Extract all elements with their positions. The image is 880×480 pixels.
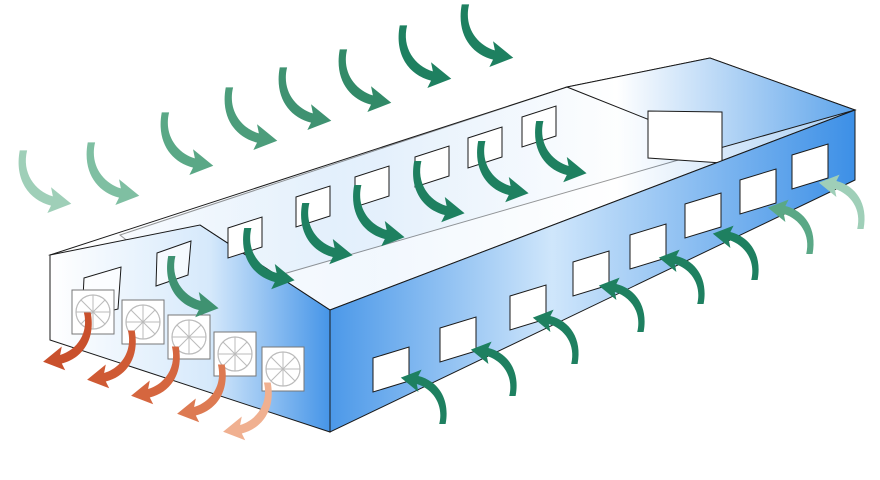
roof-airflow-arrow [353, 185, 405, 247]
side-airflow-arrow-shape [400, 369, 447, 424]
side-airflow-arrow [400, 369, 447, 424]
exhaust-fan [213, 331, 257, 377]
side-airflow-arrow-shape [470, 341, 517, 396]
exhaust-airflow-arrow [87, 330, 136, 389]
exhaust-airflow-arrow-shape [177, 364, 226, 423]
roof-airflow-arrow [301, 203, 353, 265]
exhaust-airflow-arrow-shape [223, 382, 272, 441]
roof-airflow-arrow [413, 161, 465, 223]
roof-airflow-arrow-shape [477, 141, 529, 203]
exhaust-airflow-arrow [43, 312, 92, 371]
side-airflow-arrow-shape [658, 249, 705, 304]
exhaust-fan [121, 299, 165, 345]
side-airflow-arrow-shape [767, 199, 814, 254]
roof-airflow-arrow-shape [460, 4, 514, 67]
exhaust-airflow-arrows [43, 312, 272, 441]
side-airflow-arrow [470, 341, 517, 396]
roof-airflow-arrow-shape [353, 185, 405, 247]
roof-inlet [467, 126, 503, 169]
roof-airflow-arrow-shape [413, 161, 465, 223]
roof-airflow-arrow-shape [278, 67, 332, 130]
roof-airflow-arrow-shape [243, 228, 295, 290]
fan-blade [80, 299, 106, 325]
roof-airflow-arrow [86, 142, 140, 205]
side-airflow-arrow-shape [712, 225, 759, 280]
roof-airflow-arrow-shape [224, 87, 278, 150]
exhaust-airflow-arrow-shape [87, 330, 136, 389]
roof-airflow-arrow-shape [301, 203, 353, 265]
roof-airflow-arrow [460, 4, 514, 67]
roof-airflow-arrow [243, 228, 295, 290]
side-airflow-arrow-shape [532, 309, 579, 364]
back-door-opening [647, 110, 723, 164]
roof-airflow-arrow-shape [18, 150, 72, 213]
side-airflow-arrow [712, 225, 759, 280]
exhaust-airflow-arrow [177, 364, 226, 423]
exhaust-fan [167, 314, 211, 360]
exhaust-airflow-arrow-shape [131, 346, 180, 405]
roof-airflow-arrow-shape [160, 112, 214, 175]
roof-airflow-arrow [398, 25, 452, 88]
roof-airflow-arrow-shape [167, 256, 219, 318]
roof-airflow-arrow [160, 112, 214, 175]
roof-airflow-arrow-shape [535, 121, 587, 183]
roof-airflow-arrow [224, 87, 278, 150]
barn-building [48, 57, 857, 433]
roof-airflow-arrow [18, 150, 72, 213]
exhaust-fan [71, 289, 115, 335]
exhaust-airflow-arrow [223, 382, 272, 441]
roof-airflow-arrow [338, 49, 392, 112]
roof-airflow-arrow-shape [338, 49, 392, 112]
side-airflow-arrow [658, 249, 705, 304]
roof-airflow-arrow-shape [398, 25, 452, 88]
fan-blade [130, 309, 156, 335]
side-inlet [684, 192, 722, 239]
roof-airflow-arrow-shape [86, 142, 140, 205]
roof-airflow-arrow [278, 67, 332, 130]
side-airflow-arrow-shape [598, 277, 645, 332]
side-airflow-arrow [818, 174, 865, 229]
side-airflow-arrow-shape [818, 174, 865, 229]
side-airflow-arrow [532, 309, 579, 364]
roof-airflow-arrow [167, 256, 219, 318]
exhaust-airflow-arrow-shape [43, 312, 92, 371]
exhaust-airflow-arrow [131, 346, 180, 405]
roof-airflow-arrow [535, 121, 587, 183]
side-airflow-arrow [767, 199, 814, 254]
side-airflow-arrows [400, 174, 865, 424]
fan-blade [222, 341, 248, 367]
fan-blade [176, 324, 202, 350]
side-inlet [791, 143, 829, 190]
roof-airflow-arrows [18, 4, 587, 318]
fan-blade [270, 356, 296, 382]
roof-airflow-arrow [477, 141, 529, 203]
side-inlet [739, 168, 777, 215]
side-airflow-arrow [598, 277, 645, 332]
